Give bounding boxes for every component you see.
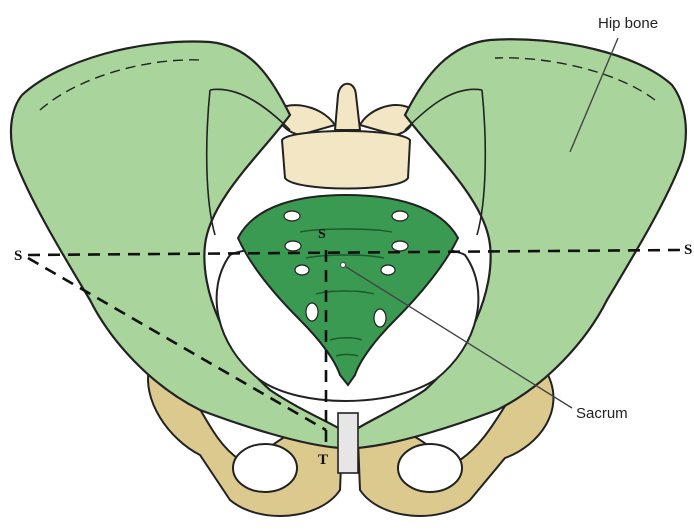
left-obturator [233, 444, 297, 492]
point-t: T [318, 452, 328, 468]
point-s-left: S [14, 248, 22, 264]
foramen [284, 211, 300, 221]
spinous-process [335, 84, 360, 130]
right-obturator [398, 444, 462, 492]
sacrum-label: Sacrum [576, 405, 628, 422]
point-s-center: S [318, 227, 326, 242]
lumbar-vertebra [279, 84, 413, 189]
right-transverse-process [360, 105, 413, 135]
vertebral-body [282, 131, 410, 189]
hip-bone-label: Hip bone [598, 15, 658, 32]
foramen [392, 241, 408, 251]
sacrum-leader-dot [341, 263, 346, 268]
foramen [381, 265, 395, 275]
pubic-symphysis [338, 413, 358, 473]
foramen [295, 265, 309, 275]
foramen [306, 303, 318, 321]
foramen [285, 241, 301, 251]
foramen [392, 211, 408, 221]
foramen [374, 309, 386, 327]
point-s-right: S [684, 242, 692, 258]
